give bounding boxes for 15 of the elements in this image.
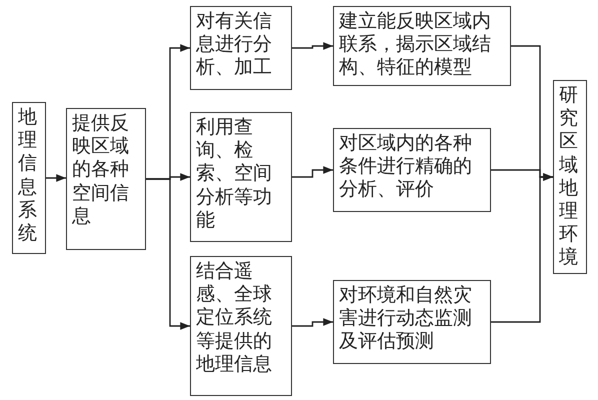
text-box: 研究区域地理环境 bbox=[553, 80, 587, 274]
arrow bbox=[292, 166, 333, 178]
text-box: 提供反映区域的各种空间信息 bbox=[66, 108, 146, 250]
arrow bbox=[292, 318, 333, 327]
text-box: 地理信息系统 bbox=[12, 102, 46, 254]
arrow bbox=[146, 178, 190, 330]
text-box: 对有关信息进行分析、加工 bbox=[190, 6, 292, 90]
text-box: 结合遥感、全球定位系统等提供的地理信息 bbox=[190, 256, 292, 396]
arrow bbox=[292, 42, 333, 50]
text-box: 利用查询、检索、空间分析等功能 bbox=[190, 112, 292, 242]
text-box: 对区域内的各种条件进行精确的分析、评价 bbox=[333, 128, 491, 212]
text-box: 对环境和自然灾害进行动态监测及评估预测 bbox=[333, 280, 491, 364]
arrow bbox=[46, 174, 66, 182]
text-box: 建立能反映区域内联系，揭示区域结构、特征的模型 bbox=[333, 6, 511, 86]
arrow bbox=[491, 173, 553, 323]
